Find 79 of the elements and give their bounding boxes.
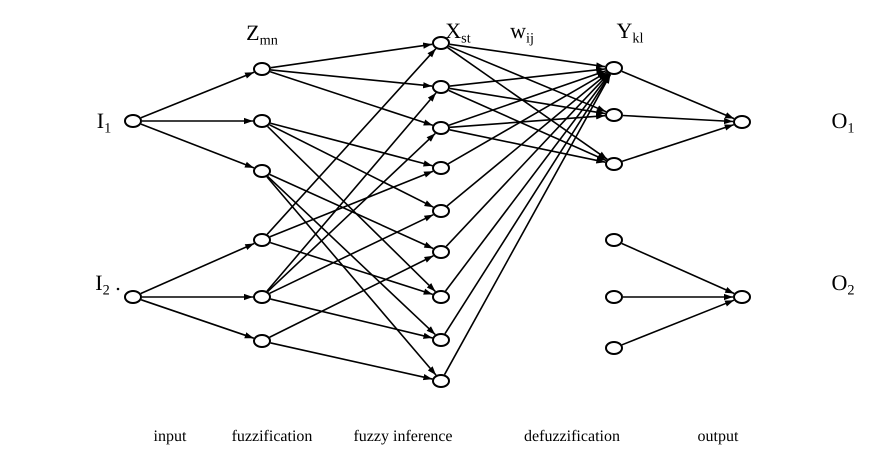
- neuron-circle: [432, 374, 450, 388]
- arrow: [140, 71, 254, 119]
- arrow: [269, 124, 434, 208]
- neuron-circle: [605, 233, 623, 247]
- arrow: [446, 73, 610, 247]
- neuron-circle: [124, 114, 142, 128]
- neuron-circle: [432, 333, 450, 347]
- arrow: [270, 69, 432, 88]
- arrow: [269, 214, 434, 294]
- arrow: [267, 176, 436, 336]
- neuron-circle: [733, 290, 751, 304]
- input-label: I$_{1}$: [96, 110, 112, 136]
- arrow: [622, 114, 734, 124]
- neuron-circle: [432, 161, 450, 175]
- arrow: [142, 118, 253, 124]
- arrow: [270, 170, 434, 238]
- input-label: I$_{2}$ .: [95, 272, 121, 298]
- arrow: [270, 298, 433, 339]
- arrow: [447, 47, 608, 160]
- arrow: [623, 294, 733, 300]
- arrow: [450, 88, 606, 116]
- arrow: [140, 123, 254, 169]
- arrow: [270, 242, 433, 296]
- neuron-circle: [253, 164, 271, 178]
- neuron-circle: [733, 115, 751, 129]
- neuron-circle: [253, 334, 271, 348]
- layer-caption: fuzzy inference: [353, 429, 453, 445]
- arrow: [270, 70, 433, 126]
- arrow: [450, 66, 606, 87]
- neuron-circle: [432, 290, 450, 304]
- arrow: [448, 90, 607, 162]
- arrow: [270, 122, 433, 167]
- arrow: [140, 242, 254, 294]
- output-label: O$_{1}$: [831, 110, 855, 136]
- layer-label: Y$_{kl}$: [616, 20, 644, 46]
- layer-label: Z$_{mn}$: [246, 22, 278, 48]
- arrow: [622, 70, 734, 120]
- neuron-circle: [432, 36, 450, 50]
- neuron-circle: [605, 341, 623, 355]
- neuron-circle: [605, 290, 623, 304]
- arrow: [269, 174, 434, 250]
- arrow: [448, 46, 606, 112]
- arrow: [266, 176, 437, 376]
- arrow: [448, 70, 606, 126]
- layer-caption: defuzzification: [524, 429, 620, 445]
- neuron-circle: [432, 204, 450, 218]
- layer-label: X$_{st}$: [445, 20, 471, 46]
- layer-caption: fuzzification: [232, 429, 312, 445]
- arrow: [450, 43, 606, 69]
- arrow: [448, 71, 608, 165]
- arrow: [266, 48, 436, 235]
- arrow: [140, 299, 254, 339]
- arrow: [446, 72, 608, 207]
- arrow: [142, 294, 253, 300]
- arrow: [622, 299, 734, 346]
- arrow: [270, 42, 432, 68]
- arrow: [621, 242, 735, 294]
- neuron-circle: [432, 121, 450, 135]
- arrow: [450, 113, 606, 128]
- neuron-circle: [253, 114, 271, 128]
- neuron-circle: [253, 233, 271, 247]
- neuron-circle: [253, 62, 271, 76]
- output-label: O$_{2}$: [831, 272, 855, 298]
- neuron-circle: [432, 245, 450, 259]
- arrow: [450, 129, 606, 164]
- neuron-circle: [432, 80, 450, 94]
- neuron-circle: [605, 108, 623, 122]
- arrow: [266, 92, 437, 292]
- neuron-circle: [124, 290, 142, 304]
- arrow: [444, 74, 610, 292]
- neuron-circle: [605, 157, 623, 171]
- arrow: [269, 255, 434, 338]
- arrow: [622, 124, 734, 162]
- layer-caption: input: [154, 429, 186, 445]
- arrow: [270, 342, 433, 380]
- layer-caption: output: [698, 429, 738, 445]
- weight-label: w$_{ij}$: [510, 20, 534, 46]
- neuron-circle: [253, 290, 271, 304]
- neuron-circle: [605, 61, 623, 75]
